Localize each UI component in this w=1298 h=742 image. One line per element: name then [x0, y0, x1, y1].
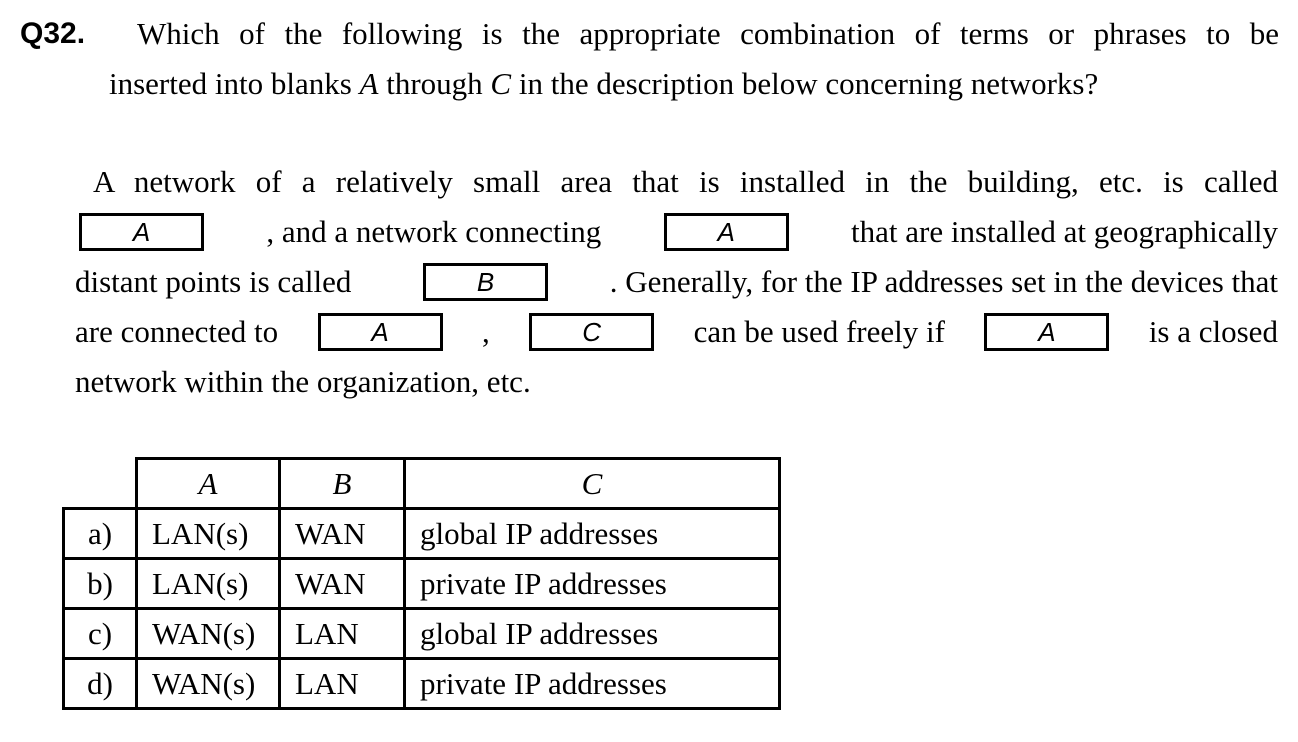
- passage-line-4: are connected to A , C can be used freel…: [75, 312, 1278, 352]
- cell-c: private IP addresses: [403, 657, 781, 710]
- cell-a: LAN(s): [135, 557, 281, 610]
- cell-a: WAN(s): [135, 657, 281, 710]
- passage-text: can be used freely if: [693, 314, 945, 349]
- passage-line-5: network within the organization, etc.: [75, 362, 1278, 402]
- blank-a: A: [317, 313, 443, 351]
- table-row[interactable]: a) LAN(s) WAN global IP addresses: [62, 507, 781, 560]
- answer-options-table: A B C a) LAN(s) WAN global IP addresses …: [62, 457, 781, 710]
- cell-a: LAN(s): [135, 507, 281, 560]
- cell-c: global IP addresses: [403, 507, 781, 560]
- passage-text: distant points is called: [75, 264, 352, 299]
- blank-a: A: [984, 313, 1110, 351]
- passage-text: are connected to: [75, 314, 279, 349]
- cell-b: WAN: [278, 507, 406, 560]
- passage-text: that are installed at geographically: [851, 214, 1278, 249]
- passage-line-3: distant points is called B . Generally, …: [75, 262, 1278, 302]
- column-header-b: B: [278, 457, 406, 510]
- passage-text: is a closed: [1148, 314, 1278, 349]
- question-text-line-1: Which of the following is the appropriat…: [137, 16, 1279, 51]
- option-label[interactable]: b): [62, 557, 138, 610]
- passage-text: . Generally, for the IP addresses set in…: [609, 264, 1278, 299]
- cell-b: LAN: [278, 607, 406, 660]
- cell-c: private IP addresses: [403, 557, 781, 610]
- column-header-a: A: [135, 457, 281, 510]
- option-label[interactable]: c): [62, 607, 138, 660]
- passage-line-2: A , and a network connecting A that are …: [79, 212, 1278, 252]
- blank-a: A: [663, 213, 789, 251]
- blank-b: B: [423, 263, 549, 301]
- blank-ref-a: A: [359, 66, 379, 101]
- blank-c: C: [529, 313, 655, 351]
- blank-a: A: [79, 213, 204, 251]
- column-header-c: C: [403, 457, 781, 510]
- question-text-line-2: inserted into blanks A through C in the …: [109, 64, 1098, 104]
- cell-c: global IP addresses: [403, 607, 781, 660]
- option-label[interactable]: a): [62, 507, 138, 560]
- passage-line-1: A network of a relatively small area tha…: [93, 162, 1278, 202]
- cell-b: LAN: [278, 657, 406, 710]
- passage-text: ,: [481, 314, 490, 349]
- table-header-row: A B C: [63, 457, 781, 510]
- cell-b: WAN: [278, 557, 406, 610]
- question-text: inserted into blanks: [109, 66, 360, 101]
- table-row[interactable]: b) LAN(s) WAN private IP addresses: [62, 557, 781, 610]
- table-row[interactable]: d) WAN(s) LAN private IP addresses: [62, 657, 781, 710]
- table-row[interactable]: c) WAN(s) LAN global IP addresses: [62, 607, 781, 660]
- option-label[interactable]: d): [62, 657, 138, 710]
- blank-ref-c: C: [490, 66, 512, 101]
- cell-a: WAN(s): [135, 607, 281, 660]
- passage-text: A network of a relatively small area tha…: [93, 164, 1278, 199]
- question-text: in the description below concerning netw…: [511, 66, 1099, 101]
- table-corner: [63, 458, 138, 510]
- question-number: Q32.: [20, 17, 86, 50]
- passage-text: , and a network connecting: [266, 214, 602, 249]
- passage-text: network within the organization, etc.: [75, 364, 531, 399]
- question-text: through: [378, 66, 491, 101]
